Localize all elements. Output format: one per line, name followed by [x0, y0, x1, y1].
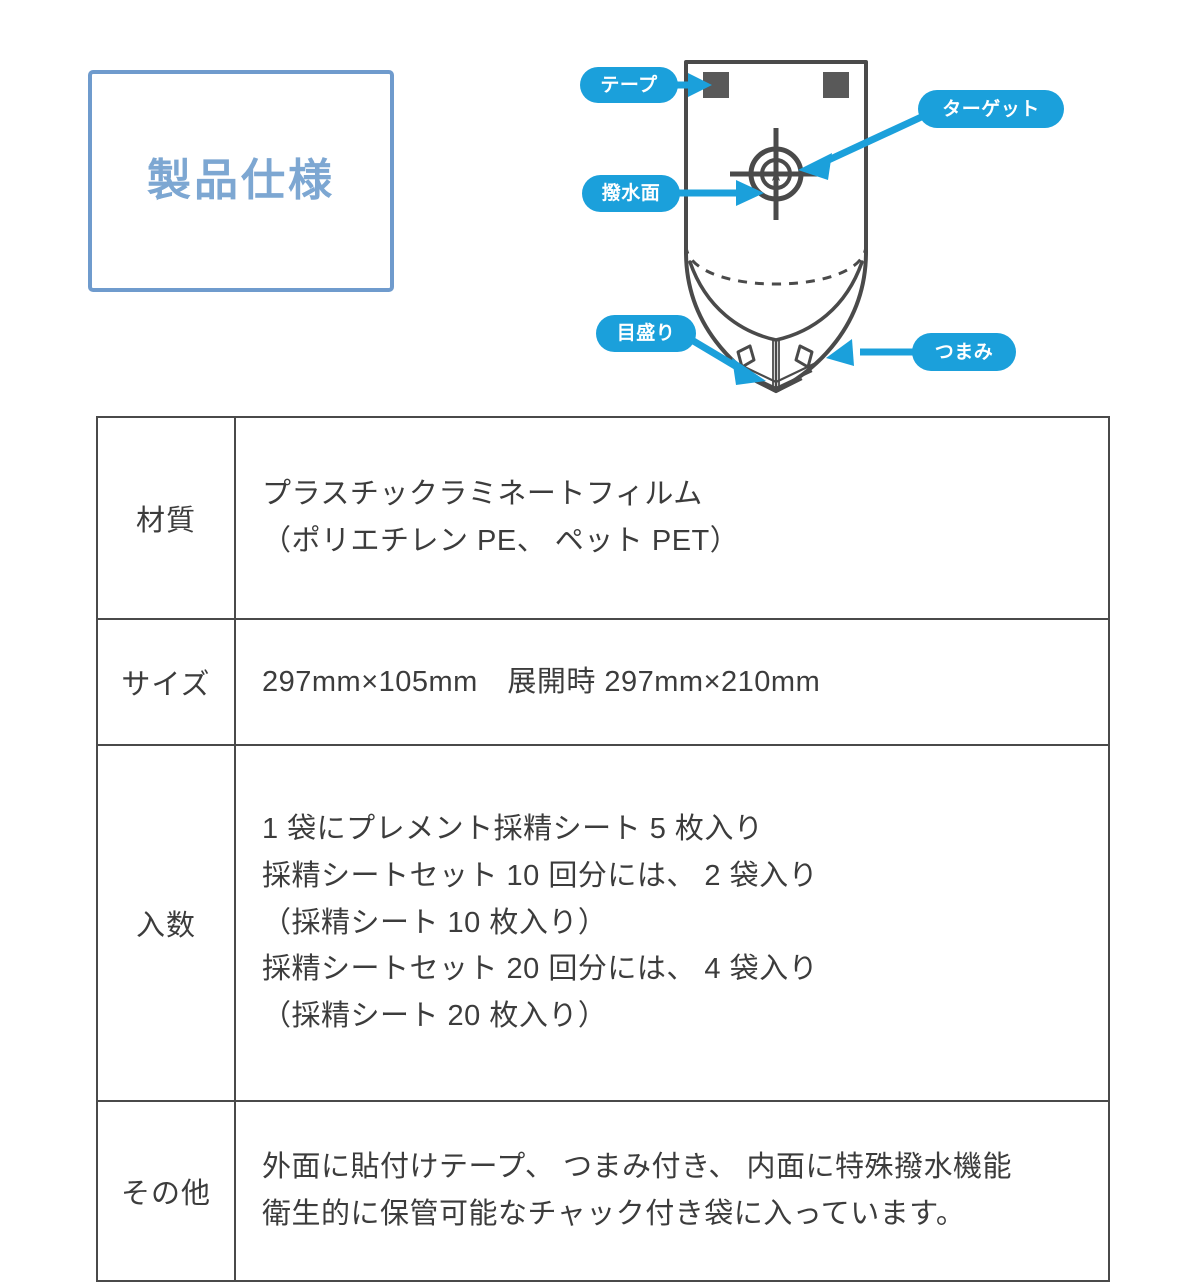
spec-value-line: （ポリエチレン PE、 ペット PET） [262, 525, 740, 557]
table-row: 材質 プラスチックラミネートフィルム （ポリエチレン PE、 ペット PET） [96, 416, 1110, 620]
spec-value-line: （採精シート 20 枚入り） [262, 1000, 608, 1033]
knob-tab-left [736, 344, 756, 369]
spec-row-label: サイズ [96, 618, 236, 746]
label-scale: 目盛り [596, 315, 766, 385]
label-tape-text: テープ [600, 73, 658, 96]
label-repellent: 撥水面 [582, 175, 764, 212]
target-star-icon: ★ [768, 166, 783, 186]
product-spec-title-box: 製品仕様 [88, 70, 394, 292]
spec-row-value: プラスチックラミネートフィルム （ポリエチレン PE、 ペット PET） [234, 416, 1110, 620]
spec-row-value: 外面に貼付けテープ、 つまみ付き、 内面に特殊撥水機能 衛生的に保管可能なチャッ… [234, 1100, 1110, 1282]
spec-value-line: 採精シートセット 10 回分には、 2 袋入り [262, 859, 819, 892]
spec-value-line: （採精シート 10 枚入り） [262, 906, 608, 939]
spec-value-line: 外面に貼付けテープ、 つまみ付き、 内面に特殊撥水機能 [262, 1151, 1012, 1184]
tape-square-right [823, 72, 849, 98]
label-knob: つまみ [826, 333, 1016, 371]
spec-value-line: 297mm×105mm 展開時 297mm×210mm [262, 665, 821, 698]
table-row: その他 外面に貼付けテープ、 つまみ付き、 内面に特殊撥水機能 衛生的に保管可能… [96, 1100, 1110, 1282]
table-row: サイズ 297mm×105mm 展開時 297mm×210mm [96, 618, 1110, 746]
product-spec-table: 材質 プラスチックラミネートフィルム （ポリエチレン PE、 ペット PET） … [96, 416, 1110, 1282]
label-target-text: ターゲット [942, 98, 1040, 120]
spec-value-line: 1 袋にプレメント採精シート 5 枚入り [262, 812, 764, 845]
label-repellent-text: 撥水面 [602, 181, 661, 204]
spec-value-line: 採精シートセット 20 回分には、 4 袋入り [262, 953, 819, 986]
table-row: 入数 1 袋にプレメント採精シート 5 枚入り 採精シートセット 10 回分には… [96, 744, 1110, 1102]
spec-row-label: 入数 [96, 744, 236, 1102]
label-target: ターゲット [798, 90, 1064, 180]
knob-tab-right [794, 344, 814, 369]
spec-value-line: 衛生的に保管可能なチャック付き袋に入っています。 [262, 1198, 966, 1230]
spec-row-value: 297mm×105mm 展開時 297mm×210mm [234, 618, 1110, 746]
label-scale-text: 目盛り [617, 321, 676, 344]
spec-row-value: 1 袋にプレメント採精シート 5 枚入り 採精シートセット 10 回分には、 2… [234, 744, 1110, 1102]
label-knob-text: つまみ [935, 341, 994, 363]
spec-row-label: その他 [96, 1100, 236, 1282]
inner-seam-curve [688, 260, 864, 342]
page-title: 製品仕様 [147, 156, 335, 205]
target-crosshair [730, 128, 822, 220]
spec-row-label: 材質 [96, 416, 236, 620]
spec-value-line: プラスチックラミネートフィルム [262, 478, 703, 511]
fold-dashed-ellipse [684, 244, 868, 286]
label-tape: テープ [580, 67, 712, 103]
product-diagram: ★ テープ ターゲット [560, 40, 1080, 400]
